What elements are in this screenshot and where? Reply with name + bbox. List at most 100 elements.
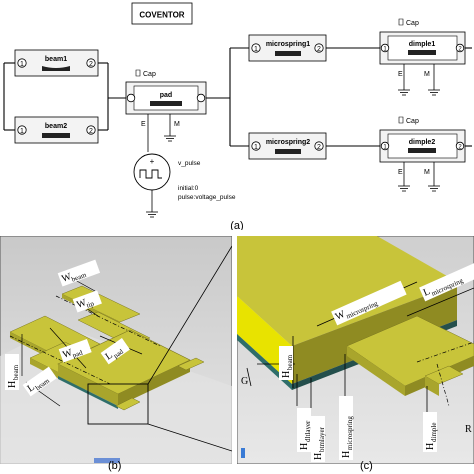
zoom-box [87, 383, 149, 425]
dimple2-cap-icon [398, 116, 404, 124]
dimple2-ground-icon [398, 185, 440, 192]
pad-cap-label: Cap [143, 71, 156, 78]
svg-text:L: L [422, 286, 432, 299]
pad-ground-icon [164, 135, 176, 142]
schematic-wires [3, 47, 472, 147]
svg-text:H: H [7, 381, 18, 388]
microspring1-port-1: 1 [254, 46, 258, 53]
dimple-block [424, 365, 464, 396]
centerlines [9, 295, 161, 385]
svg-text:L: L [25, 382, 36, 395]
dimple2-port-2: 2 [458, 145, 462, 151]
beam2-label: beam2 [45, 123, 67, 130]
voltage-source[interactable]: + v_pulse initial:0 pulse:voltage_pulse [133, 136, 236, 218]
dimple2-port-1: 1 [383, 145, 387, 151]
dimple1-pin-e: E [398, 71, 403, 78]
3d-view-full-structure: W beam W tip W pad L pad H beam L beam [0, 236, 232, 464]
dimple1-pin-m: M [424, 71, 430, 78]
label-r: R [465, 424, 472, 435]
label-h-dltlayer: H dltlayer [297, 408, 312, 452]
dimple1-cap-label: Cap [406, 20, 419, 27]
tip-bottom [115, 397, 141, 411]
source-ground-icon [146, 211, 158, 218]
caption-c: (c) [360, 460, 373, 472]
microspring2-label: microspring2 [266, 139, 310, 146]
label-w-pad: W pad [58, 339, 92, 363]
pad-cap-icon [135, 69, 141, 77]
source-pulse: pulse:voltage_pulse [178, 194, 236, 201]
svg-text:dltlayer: dltlayer [304, 420, 312, 442]
svg-text:beam: beam [12, 364, 20, 380]
svg-text:microspring: microspring [346, 416, 354, 450]
axis-indicator-icon [241, 448, 245, 458]
pad-pin-e: E [141, 121, 146, 128]
beam1-block[interactable]: 1 2 beam1 [14, 49, 99, 77]
svg-text:H: H [299, 443, 310, 450]
dimple1-symbol-icon [408, 50, 436, 55]
dimple2-symbol-icon [408, 148, 436, 153]
svg-text:btmlayer: btmlayer [318, 426, 326, 452]
label-w-tip: W tip [72, 290, 102, 313]
label-h-microspring: H microspring [339, 396, 354, 460]
dimple1-block[interactable]: Cap 1 2 dimple1 E M [379, 18, 466, 96]
dimple1-port-1: 1 [383, 47, 387, 53]
beam1-port-2: 2 [89, 61, 93, 68]
microspring2-block[interactable]: 1 2 microspring2 [248, 132, 327, 160]
microspring2-port-2: 2 [317, 144, 321, 151]
label-h-beam: H beam [5, 354, 20, 390]
beam1-port-1: 1 [20, 61, 24, 68]
dimple2-label: dimple2 [409, 139, 436, 146]
svg-text:dimple: dimple [430, 423, 438, 442]
svg-text:+: + [150, 157, 155, 166]
dimple1-port-2: 2 [458, 47, 462, 53]
view-navigator-icon [94, 458, 120, 463]
svg-text:H: H [313, 453, 324, 460]
dimple2-pin-e: E [398, 169, 403, 176]
label-h-btmlayer: H btmlayer [311, 416, 326, 462]
svg-text:tip: tip [85, 299, 95, 309]
pulse-wave-icon [139, 169, 162, 179]
microspring1-label: microspring1 [266, 41, 310, 48]
svg-text:H: H [281, 371, 292, 378]
beam2-symbol-icon [42, 133, 70, 138]
microspring2-port-1: 1 [254, 144, 258, 151]
caption-a: (a) [230, 220, 243, 230]
dimple2-block[interactable]: Cap 1 2 dimple2 E M [379, 116, 466, 192]
beam2-port-1: 1 [20, 128, 24, 135]
caption-b: (b) [108, 460, 122, 472]
beam1-label: beam1 [45, 56, 67, 63]
dimple1-cap-icon [398, 18, 404, 26]
microspring2-symbol-icon [275, 149, 301, 154]
svg-text:H: H [425, 443, 436, 450]
tip-right [177, 357, 205, 371]
microspring1-block[interactable]: 1 2 microspring1 [248, 34, 327, 62]
svg-text:pad: pad [71, 348, 84, 359]
source-name: v_pulse [178, 160, 201, 167]
dimple1-ground-icon [398, 89, 440, 96]
svg-text:W: W [61, 347, 74, 361]
dimple1-label: dimple1 [409, 41, 436, 48]
3d-view-zoomed-detail: W microspring L microspring H beam G H d… [237, 236, 474, 464]
microspring1-symbol-icon [275, 51, 301, 56]
beam2-block[interactable]: 1 2 beam2 [14, 116, 99, 144]
label-h-beam-zoom: H beam [279, 346, 294, 380]
pad-block[interactable]: Cap pad E M [125, 69, 207, 142]
coventor-title: COVENTOR [139, 11, 184, 20]
dimple2-pin-m: M [424, 169, 430, 176]
svg-text:H: H [341, 451, 352, 458]
coventor-title-box: COVENTOR [131, 2, 193, 25]
svg-text:W: W [60, 271, 73, 285]
svg-text:L: L [103, 350, 114, 363]
beam2-port-2: 2 [89, 128, 93, 135]
label-h-dimple: H dimple [423, 412, 438, 452]
pad-pin-m: M [174, 121, 180, 128]
dimple2-cap-label: Cap [406, 118, 419, 125]
source-initial: initial:0 [178, 185, 199, 192]
beam1-symbol-icon [42, 66, 70, 71]
pad-symbol-icon [150, 101, 182, 106]
label-g: G [241, 376, 248, 387]
schematic-diagram: COVENTOR 1 2 beam1 1 [3, 2, 472, 230]
centerlines-zoom [416, 341, 474, 407]
pad-label: pad [160, 92, 172, 99]
svg-text:W: W [75, 297, 88, 311]
